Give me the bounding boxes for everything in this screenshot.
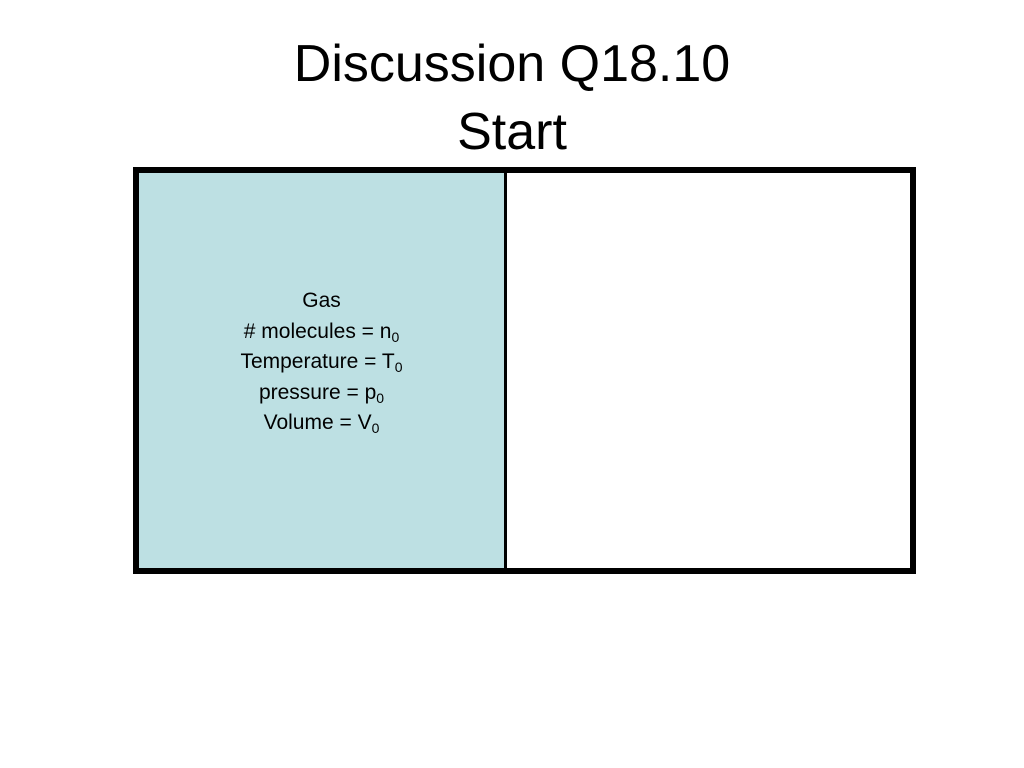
gas-container: Gas # molecules = n0 Temperature = T0 pr… <box>133 167 916 574</box>
molecules-property: # molecules = n0 <box>139 317 504 348</box>
title-line-1: Discussion Q18.10 <box>293 35 731 93</box>
empty-chamber <box>507 173 910 568</box>
slide-title: Discussion Q18.10 Start <box>0 30 1024 166</box>
property-text: Volume = V <box>263 411 372 434</box>
title-line-2: Start <box>457 103 567 161</box>
property-text: # molecules = n <box>243 319 392 343</box>
property-subscript: 0 <box>376 389 385 406</box>
property-text: pressure = p <box>258 380 377 404</box>
gas-label: Gas <box>302 289 341 312</box>
gas-properties: Gas # molecules = n0 Temperature = T0 pr… <box>139 286 504 439</box>
property-subscript: 0 <box>371 420 380 436</box>
volume-property: Volume = V0 <box>139 408 504 439</box>
gas-chamber: Gas # molecules = n0 Temperature = T0 pr… <box>139 173 504 568</box>
partition-wall <box>504 173 507 568</box>
property-text: Temperature = T <box>240 350 395 373</box>
temperature-property: Temperature = T0 <box>139 347 504 378</box>
pressure-property: pressure = p0 <box>139 378 504 409</box>
property-subscript: 0 <box>391 328 400 345</box>
property-subscript: 0 <box>394 359 403 375</box>
